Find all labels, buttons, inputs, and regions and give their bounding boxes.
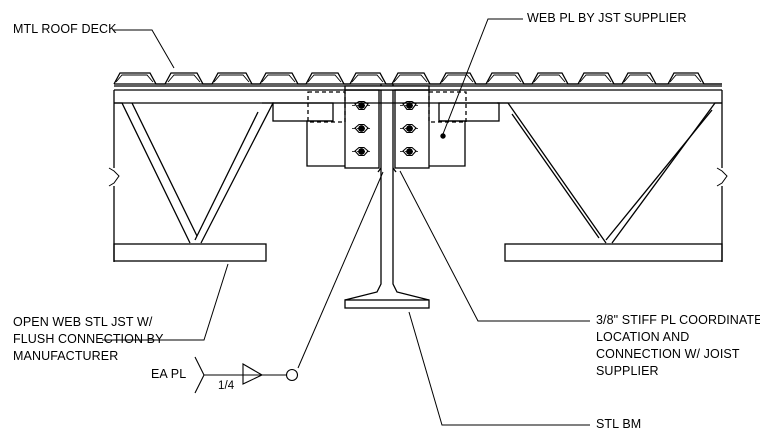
label-weld-size: 1/4 (218, 380, 235, 392)
bolts (352, 100, 419, 157)
label-line: LOCATION AND (596, 330, 690, 344)
leader-weld (297, 171, 384, 369)
label-ea-pl: EA PL (151, 367, 187, 381)
label-line: SUPPLIER (596, 364, 659, 378)
left-joist-web (108, 90, 275, 262)
leader-open-web-jst (102, 263, 229, 341)
bolt (400, 146, 419, 157)
weld-symbol (194, 356, 299, 394)
leader-lines (102, 18, 590, 426)
bolt (352, 123, 371, 134)
label-line: CONNECTION W/ JOIST (596, 347, 740, 361)
label-stiff-pl: 3/8" STIFF PL COORDINATE LOCATION AND CO… (596, 312, 760, 380)
bolt (400, 123, 419, 134)
steel-beam (344, 84, 430, 309)
right-joist-web (497, 90, 728, 262)
bolt (400, 100, 419, 111)
leader-roof-deck (113, 29, 175, 69)
bolt (352, 146, 371, 157)
stiffener-plates (344, 89, 430, 173)
label-line: MANUFACTURER (13, 349, 119, 363)
label-line: OPEN WEB STL JST W/ (13, 315, 153, 329)
leader-stl-bm (408, 311, 590, 426)
label-line: 3/8" STIFF PL COORDINATE (596, 313, 760, 327)
leader-web-pl (442, 18, 523, 135)
label-open-web-jst: OPEN WEB STL JST W/ FLUSH CONNECTION BY … (13, 314, 164, 365)
leader-stiff-pl (399, 170, 590, 322)
label-stl-bm: STL BM (596, 417, 642, 431)
all-around-circle (285, 368, 299, 382)
label-web-pl: WEB PL BY JST SUPPLIER (527, 11, 687, 25)
web-plates (306, 91, 467, 167)
metal-roof-deck (113, 72, 722, 87)
bolt (352, 100, 371, 111)
label-line: FLUSH CONNECTION BY (13, 332, 164, 346)
label-mtl-roof-deck: MTL ROOF DECK (13, 22, 117, 36)
leader-dot (440, 133, 446, 139)
